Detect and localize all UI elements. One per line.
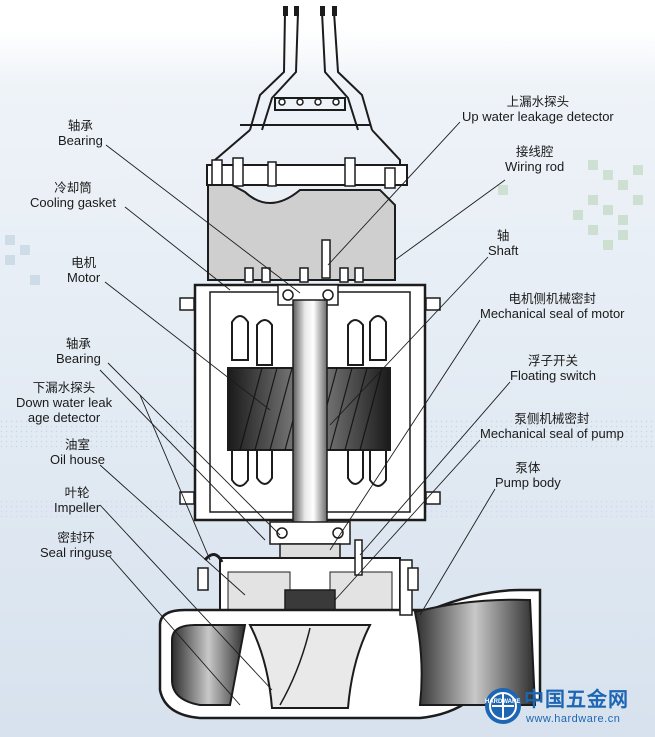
label-cooling-gasket: 冷却筒 Cooling gasket [30,180,116,210]
top-bolts [211,157,396,189]
label-cn: 泵体 [515,460,541,475]
leader-lines [99,121,511,706]
label-en: Floating switch [510,368,596,383]
oil-fill-right [329,571,393,613]
label-en: Motor [67,270,101,285]
label-en: Bearing [58,133,103,148]
label-en: Wiring rod [505,159,565,174]
label-cn: 密封环 [57,530,95,545]
pump-body-bolts [197,567,419,591]
label-impeller: 叶轮 Impeller [54,485,100,515]
label-cn: 电机 [71,255,97,270]
label-en: Shaft [488,243,519,258]
stator-windings [231,315,387,487]
label-motor: 电机 Motor [67,255,100,285]
oil-fill-left [227,571,291,613]
watermark-seal [485,688,521,724]
wiring-rod [321,239,331,279]
label-cn: 冷却筒 [54,180,92,195]
watermark-title: 中国五金网 [524,687,629,711]
label-en: Impeller [54,500,101,515]
label-en: Oil house [50,452,105,467]
label-cn: 叶轮 [64,485,90,500]
label-cn: 浮子开关 [527,353,578,368]
label-en: Down water leak [16,395,113,410]
wiring-chamber [207,184,396,281]
label-pump-body: 泵体 Pump body [495,460,561,490]
label-bearing-top: 轴承 Bearing [58,118,103,148]
label-cn: 轴承 [65,336,91,351]
label-shaft: 轴 Shaft [488,228,518,258]
impeller [248,624,372,709]
label-en: Up water leakage detector [462,109,614,124]
label-en: Pump body [495,475,561,490]
watermark: HARDWARE 中国五金网 www.hardware.cn [484,683,654,733]
label-down-leak: 下漏水探头 Down water leak age detector [16,380,112,425]
label-cn: 油室 [64,437,90,452]
terminal-bumps [244,267,364,283]
lower-bearing [269,521,351,545]
outlet-pipe [413,598,537,706]
label-cn: 上漏水探头 [506,94,570,109]
label-en: Bearing [56,351,101,366]
label-cn: 泵侧机械密封 [514,411,590,426]
label-cn: 下漏水探头 [32,380,96,395]
label-mech-seal-pump: 泵侧机械密封 Mechanical seal of pump [480,411,624,441]
cable-ends [283,6,337,16]
label-wiring-rod: 接线腔 Wiring rod [505,144,564,174]
label-up-leak: 上漏水探头 Up water leakage detector [462,94,614,124]
bg-squares-left [5,235,40,285]
float-switch [354,539,363,576]
label-floating-switch: 浮子开关 Floating switch [510,353,596,383]
label-en: Mechanical seal of motor [480,306,625,321]
label-cn: 轴 [496,228,510,243]
label-en: age detector [27,410,101,425]
label-en: Seal ringuse [40,545,113,560]
label-en: Mechanical seal of pump [480,426,624,441]
frame-bolts [278,98,340,106]
label-mech-seal-motor: 电机侧机械密封 Mechanical seal of motor [480,291,625,321]
top-flange [206,164,408,186]
pump-mech-seal [284,589,336,613]
watermark-url: www.hardware.cn [526,713,621,725]
watermark-badge: HARDWARE [485,699,521,705]
label-seal-ring: 密封环 Seal ringuse [40,530,112,560]
label-oil-house: 油室 Oil house [50,437,105,467]
down-leak-probe [203,553,224,563]
label-en: Cooling gasket [30,195,116,210]
impeller-vane [279,627,311,706]
motor-mech-seal [279,543,341,559]
label-cn: 电机侧机械密封 [508,291,597,306]
label-cn: 接线腔 [515,144,554,159]
label-cn: 轴承 [67,118,93,133]
label-bearing-low: 轴承 Bearing [56,336,101,366]
watermark-logo-icon: HARDWARE [484,685,522,723]
bg-squares [498,160,643,250]
